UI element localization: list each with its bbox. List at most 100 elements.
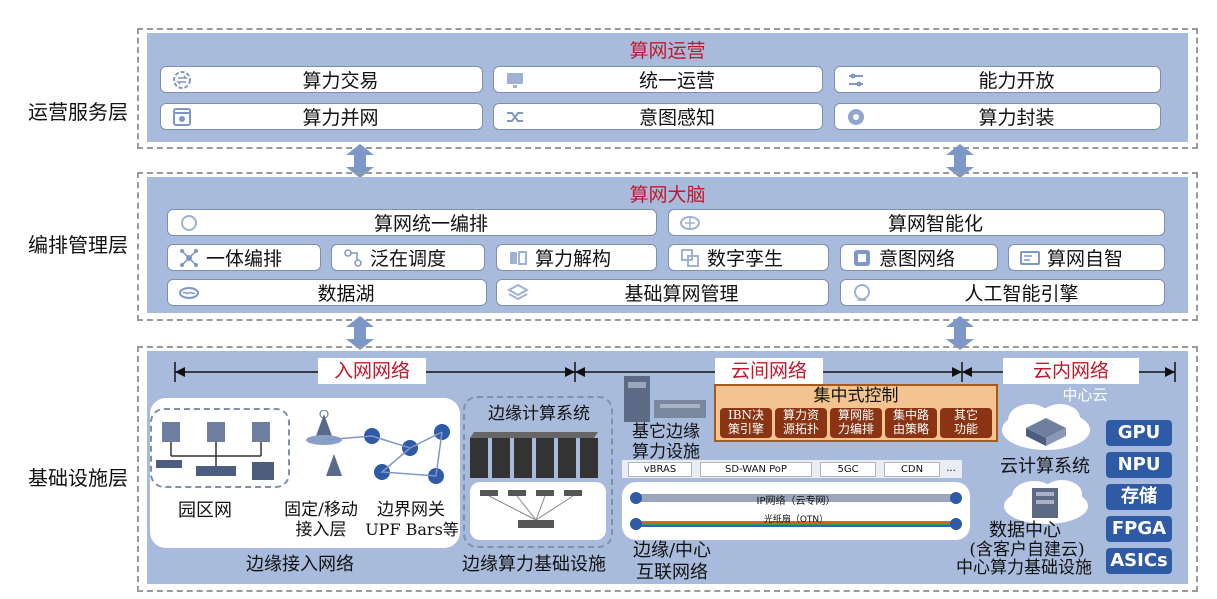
twin-icon xyxy=(681,248,699,267)
brain-item-label: 意图网络 xyxy=(879,248,956,270)
operation-title: 算网运营 xyxy=(629,40,706,62)
brain-item-label: 算网智能化 xyxy=(887,213,983,235)
campus-network-icon xyxy=(156,410,450,484)
hardware-chip-asics: ASICs xyxy=(1106,548,1172,574)
brain-item-autonomy[interactable]: 算网自智 xyxy=(1008,244,1165,271)
infrastructure-layer-frame xyxy=(137,346,1198,592)
fixed-mobile-label: 固定/移动 xyxy=(284,500,358,520)
strip-vbras: vBRAS xyxy=(628,462,692,477)
op-item-label: 意图感知 xyxy=(638,107,715,129)
strip-5gc: 5GC xyxy=(820,462,876,477)
package-icon xyxy=(848,108,864,125)
ip-otn-links xyxy=(630,492,962,530)
campus-dashed-group xyxy=(150,408,290,488)
brain-item-label: 算网自智 xyxy=(1047,248,1124,270)
upf-label: UPF Bars等 xyxy=(365,520,459,539)
orchestration-layer-frame xyxy=(137,172,1198,321)
central-chip-topology: 算力资源拓扑 xyxy=(775,408,827,438)
network-icon xyxy=(180,248,198,267)
edge-switch-icon xyxy=(480,490,582,528)
data-center-label-2: (含客户自建云) xyxy=(969,540,1085,560)
op-item-label: 能力开放 xyxy=(978,70,1055,92)
sliders-icon xyxy=(849,73,863,86)
autonomy-icon xyxy=(1020,250,1040,265)
brain-item-label: 算网统一编排 xyxy=(373,213,488,235)
other-edge-label-1: 基它边缘 xyxy=(632,422,700,442)
brain-item-label: 一体编排 xyxy=(206,248,283,270)
brain-item-label: 数据湖 xyxy=(317,283,375,305)
central-chip-other: 其它功能 xyxy=(940,408,992,438)
interconnect-label-1: 边缘/中心 xyxy=(632,540,712,561)
brain-item-ubiquitous-dispatch[interactable]: 泛在调度 xyxy=(331,244,485,271)
edge-compute-system-label: 边缘计算系统 xyxy=(488,404,590,424)
ip-network-label: IP网络（云专网） xyxy=(756,496,836,507)
layer-label-infrastructure: 基础设施层 xyxy=(28,466,128,490)
brain-item-intelligence[interactable]: 算网智能化 xyxy=(668,209,1165,236)
layer-label-operation: 运营服务层 xyxy=(28,100,128,124)
op-item-label: 算力并网 xyxy=(302,107,379,129)
data-center-label-3: 中心算力基础设施 xyxy=(956,558,1092,578)
op-item-label: 算力交易 xyxy=(302,70,379,92)
op-item-compute-trading[interactable]: 算力交易 xyxy=(160,66,483,93)
brain-item-label: 人工智能引擎 xyxy=(964,283,1079,305)
central-chip-orchestration: 算网能力编排 xyxy=(830,408,882,438)
segment-inter-cloud-network: 云间网络 xyxy=(715,358,823,384)
brain-item-data-lake[interactable]: 数据湖 xyxy=(167,279,487,306)
other-edge-label-2: 算力设施 xyxy=(632,442,700,462)
interconnect-label-2: 互联网络 xyxy=(636,562,708,583)
central-control-title: 集中式控制 xyxy=(813,386,899,406)
brain-item-unified-orchestration[interactable]: 算网统一编排 xyxy=(167,209,657,236)
ip-network-box xyxy=(622,482,970,540)
ai-icon xyxy=(854,283,870,301)
op-item-unified-operation[interactable]: 统一运营 xyxy=(493,66,823,93)
brain-item-digital-twin[interactable]: 数字孪生 xyxy=(668,244,829,271)
border-gateway-label: 边界网关 xyxy=(377,500,445,520)
layer-label-orchestration: 编排管理层 xyxy=(28,233,128,257)
op-item-compute-grid[interactable]: 算力并网 xyxy=(160,103,483,130)
cloud-computing-label: 云计算系统 xyxy=(1000,456,1090,477)
double-arrow-icon xyxy=(346,144,374,178)
center-cloud-label: 中心云 xyxy=(1062,386,1108,404)
hardware-chip-gpu: GPU xyxy=(1106,420,1172,446)
brain-item-label: 算力解构 xyxy=(535,248,612,270)
brain-item-integrated-orchestration[interactable]: 一体编排 xyxy=(167,244,321,271)
orchestration-icon xyxy=(181,214,197,231)
deconstruct-icon xyxy=(510,250,527,265)
segment-intra-cloud-network: 云内网络 xyxy=(1003,358,1139,384)
server-racks-icon xyxy=(470,432,598,478)
layers-icon xyxy=(507,283,529,300)
edge-infrastructure-label: 边缘算力基础设施 xyxy=(462,554,606,575)
brain-item-label: 数字孪生 xyxy=(707,248,784,270)
otn-label: 光纸扇（OTN） xyxy=(763,515,829,525)
brain-item-compute-deconstruct[interactable]: 算力解构 xyxy=(496,244,657,271)
edge-server-icon xyxy=(624,376,706,422)
central-chip-ibn: IBN决策引擎 xyxy=(720,408,772,438)
op-item-capability-open[interactable]: 能力开放 xyxy=(834,66,1161,93)
lake-icon xyxy=(179,286,199,299)
brain-item-basic-management[interactable]: 基础算网管理 xyxy=(496,279,829,306)
brain-icon xyxy=(680,215,700,230)
cloud-computing-icon xyxy=(1002,404,1090,450)
access-layer-label: 接入层 xyxy=(295,520,347,540)
segment-access-network: 入网网络 xyxy=(318,358,426,384)
data-center-label-1: 数据中心 xyxy=(989,520,1061,541)
brain-item-ai-engine[interactable]: 人工智能引擎 xyxy=(840,279,1165,306)
hardware-chip-npu: NPU xyxy=(1106,452,1172,478)
hardware-chip-storage: 存储 xyxy=(1106,484,1172,510)
op-item-compute-package[interactable]: 算力封装 xyxy=(834,103,1161,130)
brain-item-label: 基础算网管理 xyxy=(624,283,739,305)
exchange-icon xyxy=(173,70,191,89)
hardware-chip-fpga: FPGA xyxy=(1106,516,1172,542)
double-arrow-icon xyxy=(946,144,974,178)
op-item-label: 统一运营 xyxy=(638,70,715,92)
shuffle-icon xyxy=(507,111,523,122)
brain-item-intent-network[interactable]: 意图网络 xyxy=(840,244,998,271)
dispatch-icon xyxy=(344,248,362,267)
strip-cdn: CDN xyxy=(884,462,940,477)
brain-title: 算网大脑 xyxy=(629,184,706,206)
edge-compute-group xyxy=(463,396,613,548)
chip-icon xyxy=(854,249,870,266)
op-item-intent-aware[interactable]: 意图感知 xyxy=(493,103,823,130)
brain-item-label: 泛在调度 xyxy=(370,248,447,270)
central-chip-routing: 集中路由策略 xyxy=(885,408,937,438)
